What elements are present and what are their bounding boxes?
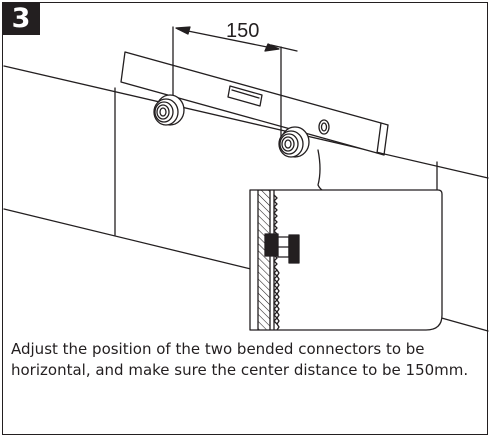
bended-connector-right [278, 126, 310, 158]
extension-line-right-top [270, 44, 298, 52]
wall-edge-bottom [3, 208, 256, 271]
spirit-level [120, 51, 389, 156]
instruction-caption: Adjust the position of the two bended co… [11, 340, 469, 379]
dimension-arrow-left [175, 26, 191, 35]
step-number-badge: 3 [2, 2, 40, 35]
wall-edge-bottom-right [437, 316, 489, 332]
detail-view [249, 189, 443, 331]
bended-connector-left [153, 94, 185, 126]
dimension-line [177, 28, 278, 50]
dimension-label: 150 [226, 20, 259, 42]
wall-edge-top [3, 65, 489, 179]
dimension-arrow-right [264, 43, 280, 52]
